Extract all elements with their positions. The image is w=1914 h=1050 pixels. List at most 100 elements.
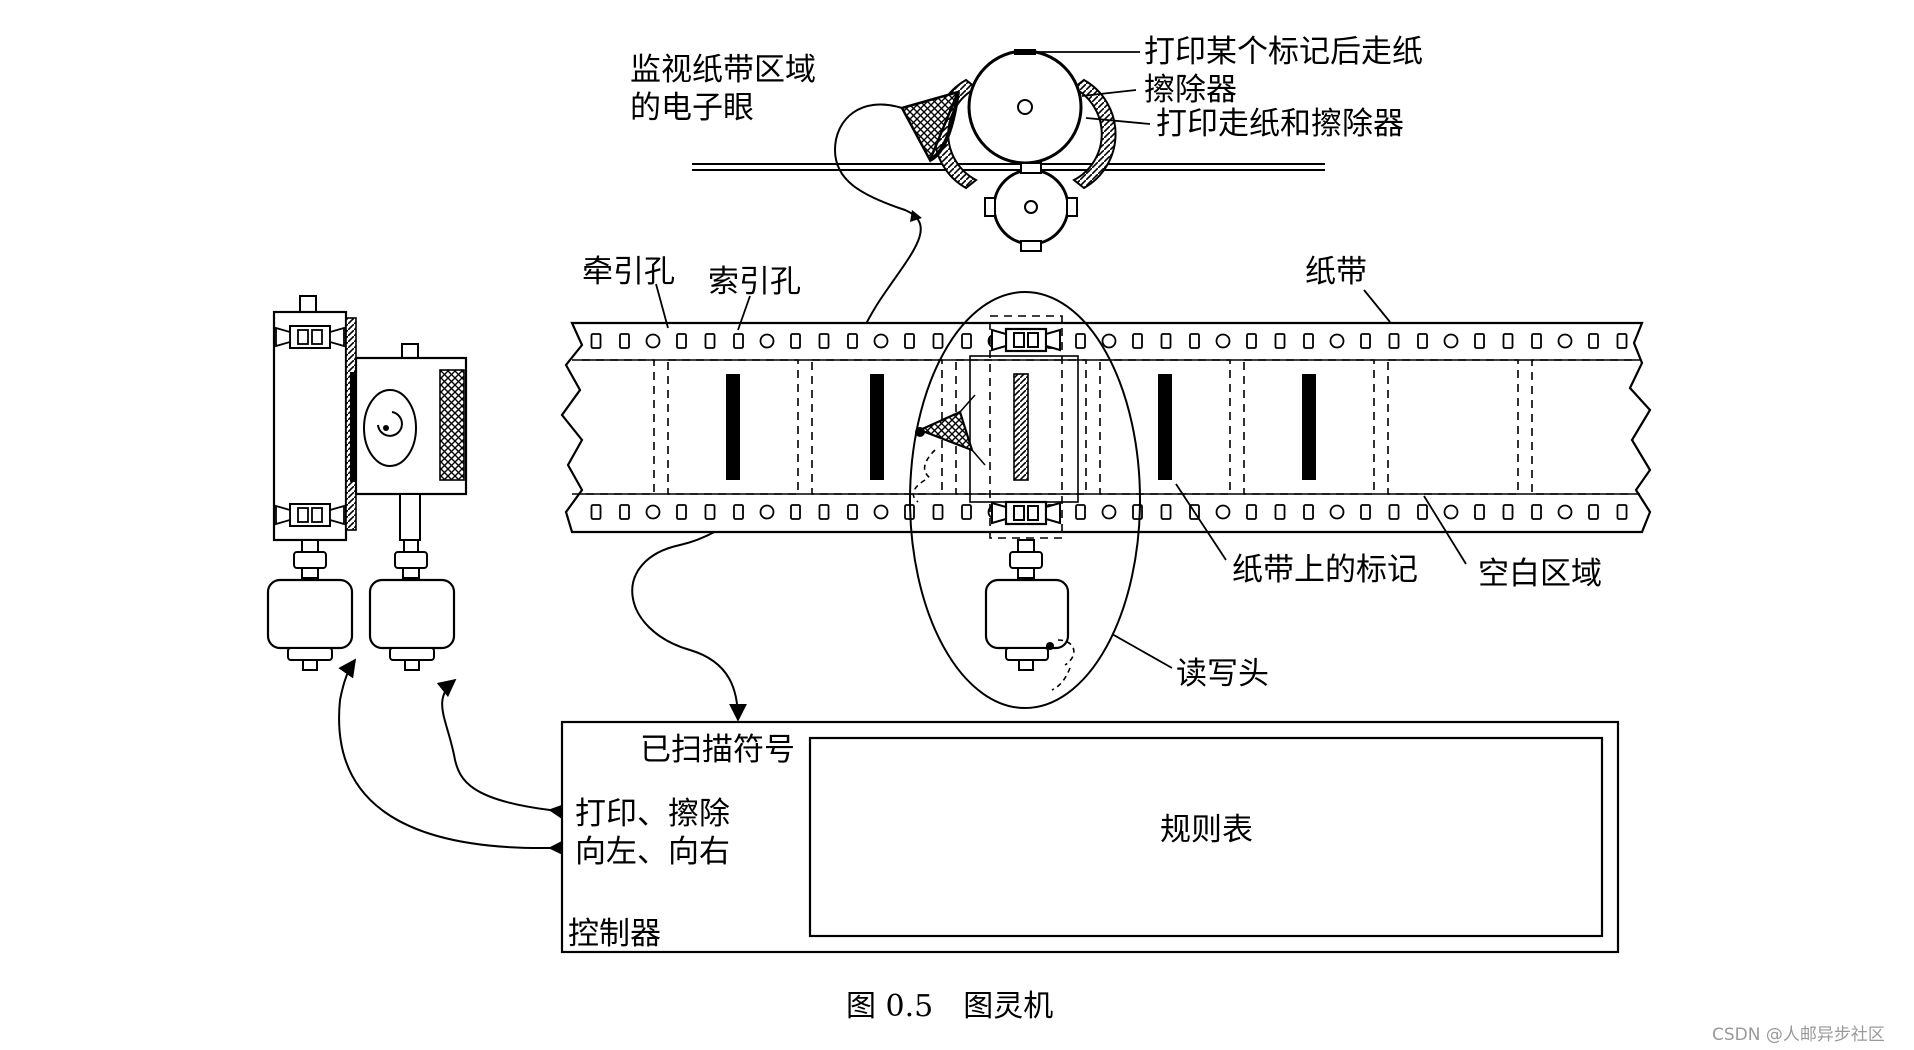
- label-scanned-symbol: 已扫描符号: [640, 732, 795, 768]
- sprocket-hole: [961, 504, 972, 520]
- tape-mark: [1013, 373, 1029, 481]
- sprocket-hole: [733, 333, 744, 349]
- sprocket-hole: [1160, 333, 1172, 349]
- sprocket-hole: [1246, 504, 1257, 520]
- index-hole: [1215, 504, 1231, 520]
- sprocket-hole: [1531, 333, 1542, 349]
- sprocket-hole: [1616, 504, 1628, 520]
- sprocket-hole: [818, 333, 830, 349]
- eye-label-line2: 的电子眼: [630, 90, 754, 126]
- sprocket-hole: [1360, 333, 1371, 349]
- sprocket-hole: [1588, 333, 1599, 349]
- controller: [560, 720, 1620, 954]
- index-hole: [1329, 504, 1345, 520]
- tape-cell: [667, 359, 799, 495]
- left-drive-unit: [266, 295, 359, 671]
- tape-cell: [1387, 359, 1519, 495]
- sprocket-hole: [590, 504, 602, 520]
- sprocket-hole: [847, 333, 858, 349]
- index-hole: [1557, 504, 1573, 520]
- index-hole: [873, 333, 889, 349]
- sprocket-hole: [676, 504, 687, 520]
- labels: 监视纸带区域 的电子眼 打印某个标记后走纸 擦除器 打印走纸和擦除器 牵引孔 索…: [568, 34, 1885, 1045]
- leader-lines: [655, 51, 1467, 669]
- sprocket-hole: [1075, 333, 1086, 349]
- sprocket-hole: [1502, 504, 1514, 520]
- label-index-hole: 索引孔: [708, 264, 801, 300]
- figure-caption: 图 0.5 图灵机: [846, 989, 1053, 1024]
- index-hole: [1101, 504, 1117, 520]
- sprocket-hole: [1132, 333, 1143, 349]
- sprocket-hole: [1303, 504, 1314, 520]
- label-mark-on-tape: 纸带上的标记: [1232, 552, 1418, 588]
- cable-left-right: [338, 658, 567, 857]
- sprocket-hole: [1417, 333, 1428, 349]
- label-tape: 纸带: [1305, 254, 1367, 290]
- sprocket-hole: [790, 333, 801, 349]
- index-hole: [873, 504, 889, 520]
- sprocket-hole: [1502, 333, 1514, 349]
- tape-mark: [1158, 374, 1172, 480]
- read-write-head: [909, 291, 1141, 709]
- index-hole: [759, 504, 775, 520]
- sprocket-hole: [619, 333, 630, 349]
- label-print-advance-erase: 打印走纸和擦除器: [1156, 106, 1404, 142]
- sprocket-gear: [984, 162, 1078, 252]
- sprocket-hole: [733, 504, 744, 520]
- index-hole: [1443, 504, 1459, 520]
- sprocket-hole: [1160, 504, 1172, 520]
- index-hole: [1329, 333, 1345, 349]
- sprocket-hole: [1274, 504, 1286, 520]
- eye-label-line1: 监视纸带区域: [630, 52, 816, 88]
- label-rule-table: 规则表: [1160, 812, 1253, 848]
- tape-mark: [1302, 374, 1316, 480]
- sprocket-hole: [704, 504, 716, 520]
- tape-cell: [955, 359, 1087, 495]
- label-eraser: 擦除器: [1144, 72, 1237, 108]
- sprocket-hole: [932, 333, 944, 349]
- index-hole: [645, 333, 661, 349]
- tape-mark: [726, 374, 740, 480]
- sprocket-hole: [619, 504, 630, 520]
- sprocket-hole: [676, 333, 687, 349]
- sprocket-hole: [1474, 504, 1485, 520]
- sprocket-hole: [790, 504, 801, 520]
- sprocket-hole: [1388, 504, 1400, 520]
- sprocket-hole: [1246, 333, 1257, 349]
- label-cmd-print-erase: 打印、擦除: [575, 796, 730, 832]
- label-blank-area: 空白区域: [1478, 556, 1602, 592]
- scanner-drive-unit: [354, 343, 468, 671]
- print-erase-mechanism: [631, 49, 1325, 722]
- label-print-mark-advance: 打印某个标记后走纸: [1144, 34, 1423, 70]
- sprocket-hole: [1588, 504, 1599, 520]
- sprocket-hole: [904, 333, 915, 349]
- sprocket-hole: [1531, 504, 1542, 520]
- electronic-eye-icon: [900, 90, 961, 163]
- index-hole: [1215, 333, 1231, 349]
- tape-cell: [1099, 359, 1231, 495]
- cable-print-erase: [436, 678, 568, 821]
- watermark: CSDN @人邮异步社区: [1712, 1025, 1885, 1045]
- sprocket-holes-bottom: [590, 504, 1628, 520]
- label-rw-head: 读写头: [1176, 656, 1269, 692]
- sprocket-hole: [932, 504, 944, 520]
- sprocket-hole: [704, 333, 716, 349]
- sprocket-hole: [1189, 333, 1200, 349]
- label-controller: 控制器: [568, 916, 661, 952]
- sprocket-hole: [1303, 333, 1314, 349]
- tape-mark: [870, 374, 884, 480]
- sprocket-hole: [1075, 504, 1086, 520]
- tape-cell: [1243, 359, 1375, 495]
- sprocket-hole: [1388, 333, 1400, 349]
- index-hole: [645, 504, 661, 520]
- sprocket-hole: [1474, 333, 1485, 349]
- paper-tape: [560, 321, 1652, 534]
- index-hole: [1101, 333, 1117, 349]
- sprocket-hole: [847, 504, 858, 520]
- sprocket-hole: [590, 333, 602, 349]
- sprocket-hole: [1417, 504, 1428, 520]
- tape-cell-partial: [1531, 359, 1632, 495]
- index-hole: [1443, 333, 1459, 349]
- tape-cell-partial: [582, 359, 655, 495]
